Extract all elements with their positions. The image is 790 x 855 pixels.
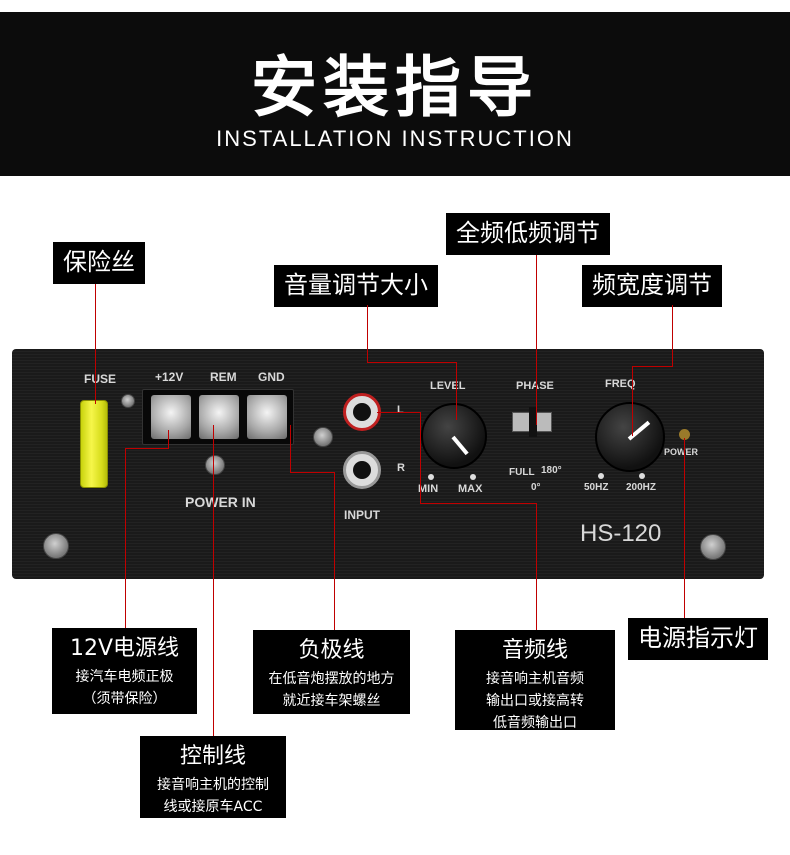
leader-12v-v <box>125 448 126 628</box>
power-led-icon <box>679 429 690 440</box>
info-remote-line: 线或接原车ACC <box>163 799 263 815</box>
level-max-dot <box>470 474 476 480</box>
freq-200-label: 200HZ <box>626 482 657 493</box>
level-min-label: MIN <box>418 483 439 495</box>
info-audio-line: 输出口或接高转 <box>486 693 584 709</box>
info-12v-title: 12V电源线 <box>69 636 180 661</box>
leader-freq-h <box>632 366 673 367</box>
info-audio-title: 音频线 <box>501 638 568 663</box>
info-remote: 控制线 接音响主机的控制 线或接原车ACC <box>140 736 286 818</box>
freq-knob[interactable] <box>595 402 665 472</box>
rca-left-icon <box>343 393 381 431</box>
info-remote-line: 接音响主机的控制 <box>157 777 269 793</box>
phase-0-label: 0° <box>531 482 541 493</box>
callout-fuse: 保险丝 <box>53 242 145 284</box>
freq-50-label: 50HZ <box>584 482 609 493</box>
leader-level-h <box>367 362 457 363</box>
leader-fuse <box>95 284 96 404</box>
leader-level-v2 <box>456 362 457 420</box>
rem-label: REM <box>210 370 237 384</box>
leader-level-v1 <box>367 305 368 363</box>
leader-12v-h <box>125 448 169 449</box>
input-label: INPUT <box>344 508 380 522</box>
info-remote-title: 控制线 <box>179 744 246 769</box>
terminal-gnd-icon <box>247 395 287 439</box>
level-knob[interactable] <box>421 403 487 469</box>
leader-12v-v2 <box>168 430 169 449</box>
level-max-label: MAX <box>458 483 483 495</box>
model-label: HS-120 <box>580 520 662 547</box>
mount-screw-left-icon <box>43 533 69 559</box>
leader-gnd-v2 <box>334 472 335 630</box>
info-audio-line: 接音响主机音频 <box>486 671 584 687</box>
terminal-12v-icon <box>151 395 191 439</box>
fuse-icon <box>80 400 108 488</box>
terminal-rem-icon <box>199 395 239 439</box>
info-audio: 音频线 接音响主机音频 输出口或接高转 低音频输出口 <box>455 630 615 731</box>
page-subtitle: INSTALLATION INSTRUCTION <box>216 126 574 151</box>
level-min-dot <box>428 474 434 480</box>
leader-gnd-v1 <box>290 425 291 473</box>
freq-50-dot <box>598 473 604 479</box>
leader-audio-v2 <box>536 503 537 630</box>
fuse-label: FUSE <box>84 372 117 386</box>
info-ground-line: 在低音炮摆放的地方 <box>268 671 395 687</box>
leader-phase <box>536 255 537 425</box>
power-terminal-block <box>142 389 294 445</box>
callout-power-led: 电源指示灯 <box>628 618 768 660</box>
info-12v-power: 12V电源线 接汽车电频正极 （须带保险） <box>52 628 197 714</box>
callout-phase: 全频低频调节 <box>446 213 610 255</box>
info-ground-title: 负极线 <box>298 638 365 663</box>
phase-label: PHASE <box>516 380 554 392</box>
leader-freq-v1 <box>672 305 673 367</box>
power-led-label: POWER <box>664 447 699 457</box>
mount-screw-right-icon <box>700 534 726 560</box>
level-label: LEVEL <box>430 380 466 392</box>
page-title: 安装指导 <box>251 49 539 126</box>
leader-rem <box>213 425 214 737</box>
info-ground-line: 就近接车架螺丝 <box>282 693 381 709</box>
power-in-label: POWER IN <box>185 494 256 510</box>
leader-freq-v2 <box>632 366 633 436</box>
leader-gnd-h <box>290 472 335 473</box>
callout-level: 音量调节大小 <box>274 265 438 307</box>
screw-small-icon <box>313 427 333 447</box>
gnd-label: GND <box>258 370 285 384</box>
leader-audio-h2 <box>420 503 537 504</box>
rca-l-label: L <box>397 404 404 416</box>
callout-freq: 频宽度调节 <box>582 265 722 307</box>
phase-180-label: 180° <box>541 465 562 476</box>
header-banner: 安装指导 INSTALLATION INSTRUCTION <box>0 12 790 176</box>
leader-power-led <box>684 438 685 618</box>
info-audio-line: 低音频输出口 <box>493 715 577 731</box>
panel-screw-small-icon <box>121 394 135 408</box>
rca-r-label: R <box>397 462 405 474</box>
leader-audio-h1 <box>377 412 421 413</box>
phase-full-label: FULL <box>509 467 535 478</box>
plus12v-label: +12V <box>155 370 184 384</box>
leader-audio-v1 <box>420 412 421 504</box>
rca-right-icon <box>343 451 381 489</box>
info-12v-line: （须带保险） <box>82 691 167 707</box>
info-12v-line: 接汽车电频正极 <box>75 669 174 685</box>
info-ground: 负极线 在低音炮摆放的地方 就近接车架螺丝 <box>253 630 410 714</box>
freq-200-dot <box>639 473 645 479</box>
led-socket-icon <box>205 455 225 475</box>
freq-label: FREQ <box>605 378 636 390</box>
phase-switch[interactable] <box>512 407 552 437</box>
